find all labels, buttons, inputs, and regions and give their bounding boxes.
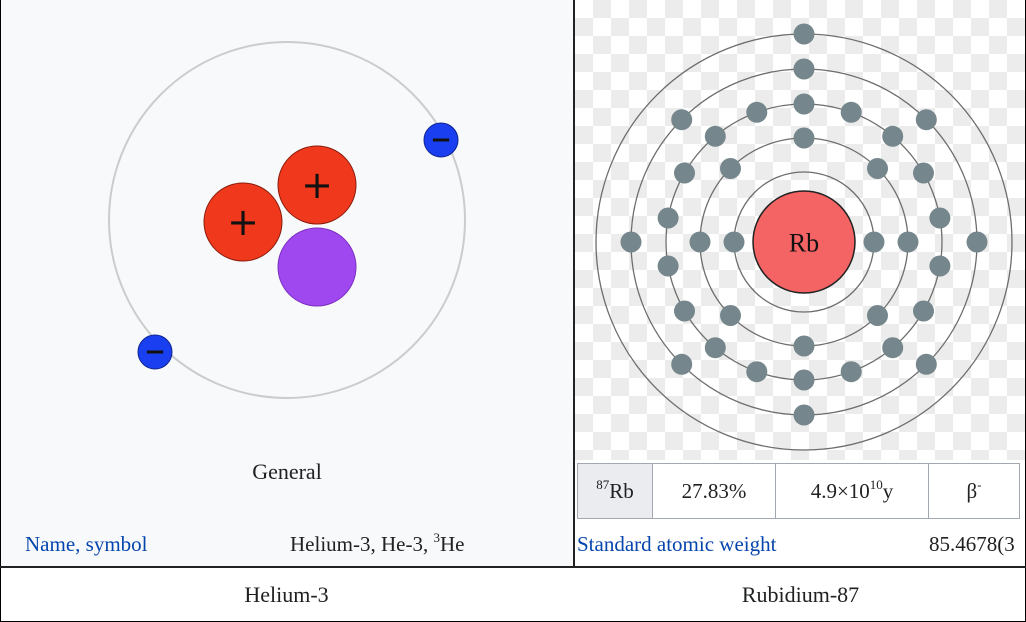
general-section-label: General bbox=[252, 459, 322, 484]
standard-atomic-weight-value: 85.4678(3 bbox=[929, 532, 1015, 556]
isotope-mass-sup: 87 bbox=[596, 476, 610, 492]
shell-2-electron bbox=[720, 305, 741, 326]
shell-3-electron bbox=[913, 162, 934, 184]
shell-4-electron bbox=[915, 353, 937, 375]
shell-4-electron bbox=[915, 109, 937, 131]
electron-2-sign: − bbox=[144, 337, 166, 367]
isotope-symbol: Rb bbox=[609, 478, 634, 503]
isotope-cell: 87Rb bbox=[577, 463, 653, 519]
helium-3-caption: Helium-3 bbox=[244, 582, 329, 607]
shell-4-electron bbox=[671, 353, 693, 375]
proton-2-sign: + bbox=[301, 163, 333, 207]
shell-3-electron bbox=[882, 125, 904, 147]
half-life-cell: 4.9×1010y bbox=[775, 463, 929, 519]
electron-orbit bbox=[108, 41, 466, 399]
neutron bbox=[277, 227, 357, 307]
shell-5-electron bbox=[793, 23, 815, 45]
panel-divider bbox=[573, 0, 575, 566]
proton-1 bbox=[203, 182, 283, 262]
shell-3-electron bbox=[657, 207, 679, 229]
proton-2 bbox=[277, 145, 357, 225]
proton-1-sign: + bbox=[227, 200, 259, 244]
shell-3-electron bbox=[746, 101, 768, 123]
shell-2-electron bbox=[897, 231, 919, 253]
shell-4-electron bbox=[671, 109, 693, 131]
helium-3-panel: + + − − General Name, symbol Helium-3, H… bbox=[1, 0, 573, 566]
shell-3-electron bbox=[657, 255, 679, 277]
shell-3-electron bbox=[704, 337, 726, 359]
rb-nucleus bbox=[752, 190, 856, 294]
rb-nucleus-symbol: Rb bbox=[789, 229, 819, 258]
decay-mode-cell: β- bbox=[928, 463, 1020, 519]
shell-1-electron bbox=[723, 231, 745, 253]
name-symbol-value: Helium-3, He-3, 3He bbox=[290, 530, 465, 557]
half-life-unit: y bbox=[882, 478, 894, 503]
name-symbol-link[interactable]: Name, symbol bbox=[25, 532, 148, 556]
shell-3-electron bbox=[913, 300, 934, 322]
shell-3-electron bbox=[882, 337, 904, 359]
shell-2-electron bbox=[793, 335, 815, 357]
shell-4-electron bbox=[620, 231, 642, 253]
shell-4-electron bbox=[966, 231, 988, 253]
shell-3-electron bbox=[674, 300, 695, 322]
shell-3-electron bbox=[840, 101, 862, 123]
isotope-table-row: 87Rb 27.83% 4.9×1010y β- bbox=[577, 463, 1020, 519]
rubidium-bohr-model: Rb bbox=[595, 23, 1013, 451]
decay-mode-sup: - bbox=[977, 476, 982, 492]
abundance-cell: 27.83% bbox=[652, 463, 776, 519]
shell-2-electron bbox=[867, 158, 888, 179]
shell-3-electron bbox=[704, 125, 726, 147]
standard-atomic-weight-link[interactable]: Standard atomic weight bbox=[577, 532, 777, 556]
shell-2-electron bbox=[867, 305, 888, 326]
shell-3-electron bbox=[929, 255, 951, 277]
electron-2 bbox=[137, 334, 173, 370]
shell-1-electron bbox=[863, 231, 885, 253]
name-symbol-text: Helium-3, He-3, bbox=[290, 532, 434, 556]
helium-3-atom-diagram: + + − − bbox=[108, 41, 466, 399]
shell-3-electron bbox=[674, 162, 695, 184]
shell-2-electron bbox=[689, 231, 711, 253]
shell-3-electron bbox=[793, 369, 815, 391]
isotope-table: 87Rb 27.83% 4.9×1010y β- bbox=[577, 463, 1020, 519]
name-symbol-he: He bbox=[439, 532, 465, 556]
half-life-exp: 10 bbox=[869, 476, 883, 492]
caption-divider bbox=[0, 566, 1026, 568]
shell-3-electron bbox=[840, 361, 862, 383]
shell-2-electron bbox=[720, 158, 741, 179]
electron-1-sign: − bbox=[430, 125, 452, 155]
electron-1 bbox=[423, 122, 459, 158]
mass-number-sup: 3 bbox=[433, 530, 440, 545]
shell-4-electron bbox=[793, 404, 815, 426]
rubidium-87-caption: Rubidium-87 bbox=[741, 582, 860, 607]
half-life-base: 4.9×10 bbox=[810, 478, 870, 503]
shell-4-electron bbox=[793, 58, 815, 80]
rubidium-87-panel: Rb 87Rb 27.83% 4.9×1010y β- Standard ato… bbox=[575, 0, 1025, 566]
shell-2-electron bbox=[793, 127, 815, 149]
shell-3-electron bbox=[793, 93, 815, 115]
shell-3-electron bbox=[929, 207, 951, 229]
shell-3-electron bbox=[746, 361, 768, 383]
decay-mode: β bbox=[966, 478, 978, 503]
